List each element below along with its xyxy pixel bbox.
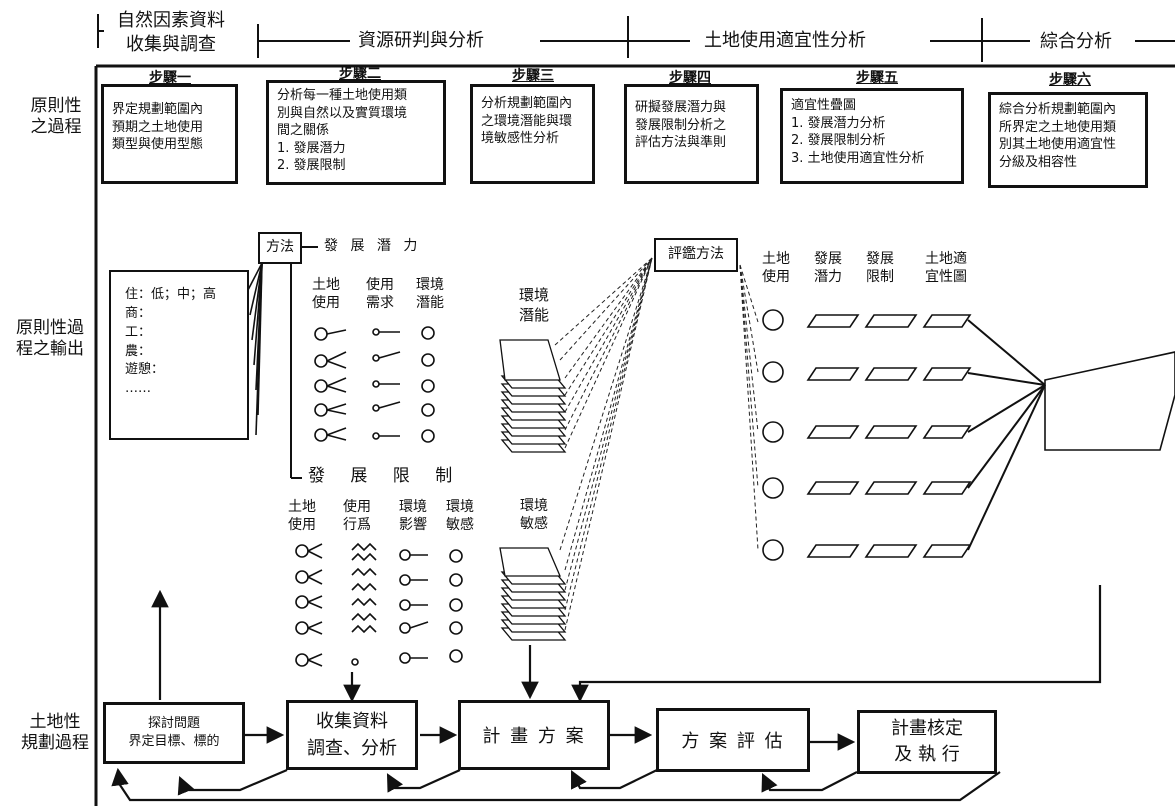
eval-header-constraint: 發展 限制 [866, 251, 894, 286]
step-4-line: 研擬發展潛力與 [635, 100, 727, 115]
step-2-line: 別與自然以及實質環境 [277, 105, 408, 121]
step-2-title: 步驟二 [339, 66, 381, 82]
step-3-line: 分析規劃範圍內 [481, 96, 573, 111]
step-4-line: 評估方法與準則 [635, 135, 727, 151]
step-6-line: 別其土地使用適宜性 [999, 137, 1117, 153]
landuse-item: …… [125, 381, 151, 397]
step-6-title: 步驟六 [1049, 72, 1091, 88]
eval-header-landuse: 土地 使用 [762, 251, 790, 286]
step-5-title: 步驟五 [856, 70, 898, 86]
landuse-item: 農： [125, 343, 152, 359]
step-6-line: 分級及相容性 [999, 154, 1078, 170]
landuse-list-box: 住：低；中；高 商： 工： 農： 遊憩： …… [109, 270, 249, 440]
row-label-process-1: 原則性 [30, 96, 82, 116]
eval-header-suitability: 土地適 宜性圖 [925, 251, 967, 286]
evaluation-box: 評鑑方法 [654, 238, 738, 272]
row-label-planning-2: 規劃過程 [21, 733, 89, 754]
process-box-5: 計畫核定 及 執 行 [857, 710, 997, 774]
process-box-3: 計 畫 方 案 [458, 700, 610, 770]
process-box-4: 方 案 評 估 [656, 708, 810, 772]
step-5-line: 1. 發展潛力分析 [791, 115, 886, 131]
step-4-title: 步驟四 [669, 70, 711, 86]
step-1-line: 界定規劃範圍內 [112, 102, 204, 117]
pot-header-landuse: 土地 使用 [312, 277, 340, 312]
step-3-box: 分析規劃範圍內 之環境潛能與環 境敏感性分析 [470, 84, 595, 184]
step-3-line: 之環境潛能與環 [481, 113, 573, 129]
con-header-behavior: 使用 行爲 [343, 499, 371, 534]
step-6-box: 綜合分析規劃範圍內 所界定之土地使用類 別其土地使用適宜性 分級及相容性 [988, 92, 1148, 188]
step-3-line: 境敏感性分析 [481, 131, 560, 147]
step-2-line: 間之關係 [277, 123, 330, 139]
phase-2-label: 資源研判與分析 [358, 30, 484, 51]
row-label-output-1: 原則性過 [16, 318, 84, 338]
phase-1-label-line1: 自然因素資料 [117, 10, 225, 31]
step-5-line: 3. 土地使用適宜性分析 [791, 150, 925, 166]
step-2-line: 2. 發展限制 [277, 158, 346, 174]
step-1-line: 類型與使用型態 [112, 137, 204, 153]
row-label-planning: 土地性 規劃過程 [18, 712, 92, 755]
step-1-box: 界定規劃範圍內 預期之土地使用 類型與使用型態 [101, 84, 238, 184]
con-header-landuse: 土地 使用 [288, 499, 316, 534]
step-5-line: 2. 發展限制分析 [791, 133, 886, 149]
phase-1-label-line2: 收集與調查 [126, 34, 216, 55]
eval-header-potential: 發展 潛力 [814, 251, 842, 286]
step-2-line: 1. 發展潛力 [277, 140, 346, 156]
step-1-line: 預期之土地使用 [112, 119, 204, 135]
row-label-output: 原則性過 程之輸出 [8, 318, 92, 361]
step-5-box: 適宜性疊圖 1. 發展潛力分析 2. 發展限制分析 3. 土地使用適宜性分析 [780, 88, 964, 184]
landuse-item: 商： [125, 305, 152, 321]
step-5-line: 適宜性疊圖 [791, 98, 857, 113]
process-box-2: 收集資料 調查、分析 [286, 700, 418, 770]
step-3-title: 步驟三 [512, 68, 554, 84]
constraint-label: 發 展 限 制 [308, 466, 463, 486]
method-box: 方法 [258, 232, 302, 264]
step-1-title: 步驟一 [149, 70, 191, 86]
env-sensitivity-label: 環境 敏感 [520, 498, 548, 533]
env-potential-label: 環境 潛能 [518, 286, 549, 324]
step-2-line: 分析每一種土地使用類 [277, 88, 408, 103]
row-label-output-2: 程之輸出 [16, 339, 84, 360]
con-header-sensitivity: 環境 敏感 [446, 499, 474, 534]
step-4-box: 研擬發展潛力與 發展限制分析之 評估方法與準則 [624, 84, 759, 184]
con-header-impact: 環境 影響 [399, 499, 427, 534]
row-label-process-2: 之過程 [30, 117, 82, 138]
row-label-planning-1: 土地性 [29, 712, 81, 732]
process-box-1: 探討問題 界定目標、標的 [103, 702, 245, 764]
landuse-item: 住：低；中；高 [125, 287, 217, 302]
step-6-line: 綜合分析規劃範圍內 [999, 102, 1117, 117]
landuse-item: 工： [125, 324, 152, 340]
potential-label: 發 展 潛 力 [324, 238, 422, 254]
phase-3-label: 土地使用適宜性分析 [704, 30, 866, 51]
step-4-line: 發展限制分析之 [635, 117, 727, 133]
landuse-item: 遊憩： [125, 362, 165, 378]
pot-header-env-potential: 環境 潛能 [416, 277, 444, 312]
row-label-process: 原則性 之過程 [26, 96, 86, 139]
step-6-line: 所界定之土地使用類 [999, 119, 1117, 135]
phase-4-label: 綜合分析 [1040, 31, 1112, 52]
pot-header-demand: 使用 需求 [366, 277, 394, 312]
step-2-box: 分析每一種土地使用類 別與自然以及實質環境 間之關係 1. 發展潛力 2. 發展… [266, 80, 446, 185]
